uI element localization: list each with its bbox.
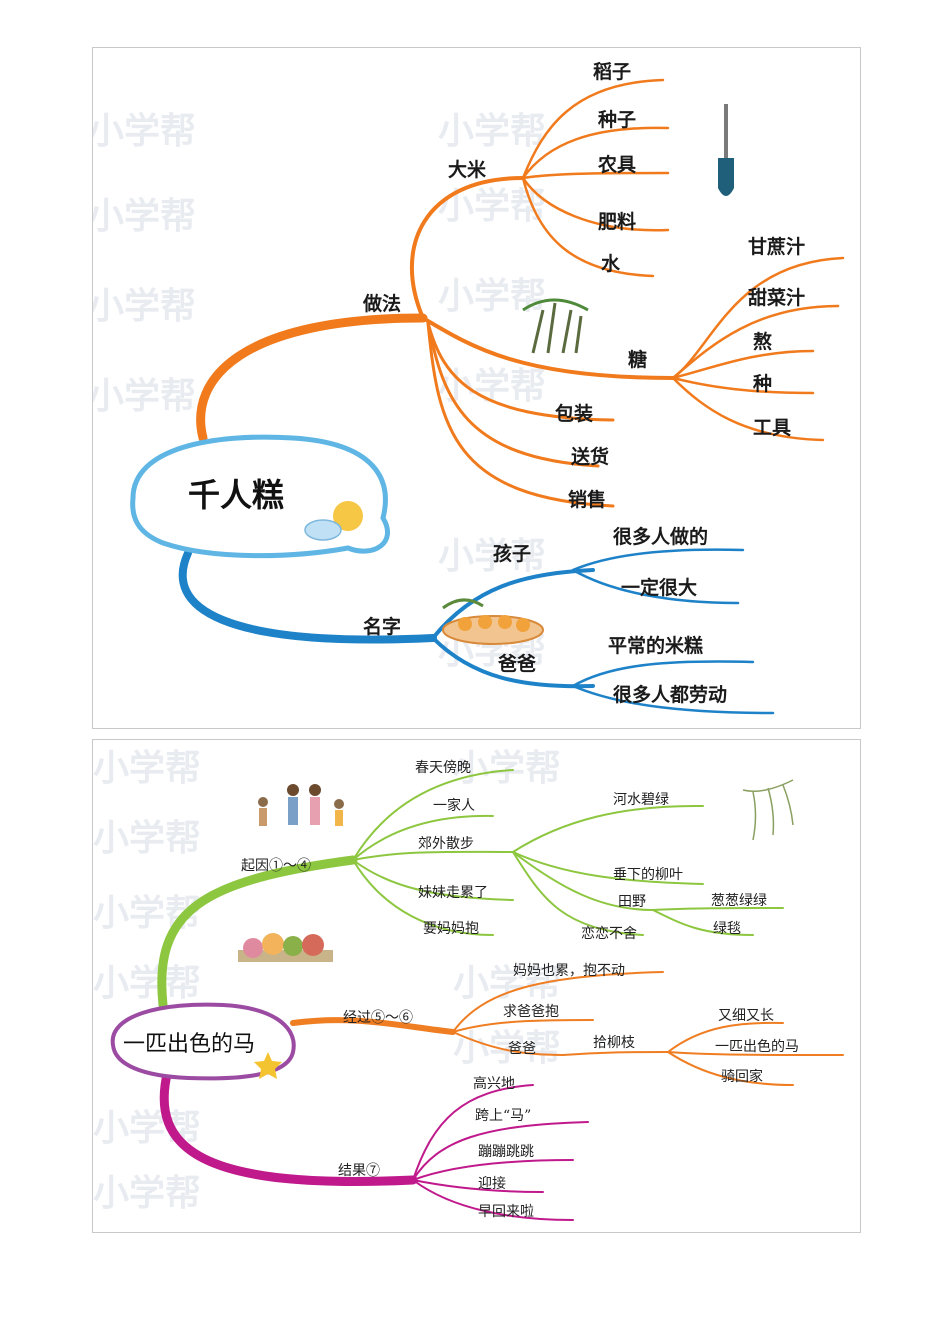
leaf-label: 种 [752, 373, 772, 395]
leaf-label: 田野 [618, 894, 646, 910]
leaf-label: 又细又长 [718, 1008, 774, 1024]
leaf-label: 水 [601, 253, 621, 275]
leaf-label: 甘蔗汁 [748, 235, 805, 258]
leaf-label: 很多人都劳动 [613, 683, 727, 706]
mindmap-panel-yipima: 小学帮 小学帮 小学帮 小学帮 小学帮 小学帮 小学帮 小学帮 小学帮 [92, 739, 861, 1233]
center-title: 一匹出色的马 [123, 1032, 255, 1057]
watermark-text: 小学帮 [93, 195, 196, 237]
shovel-icon [718, 104, 734, 196]
watermark-text: 小学帮 [438, 275, 546, 317]
sun-cloud-icon [304, 501, 363, 541]
leaf-label: 一家人 [433, 797, 475, 814]
family-icon [258, 784, 344, 826]
leaf-label: 蹦蹦跳跳 [478, 1144, 534, 1160]
leaf-label: 种子 [597, 109, 636, 131]
node-label-baozhuang: 包装 [555, 402, 593, 425]
watermark-text: 小学帮 [438, 535, 546, 577]
leaf-label: 稻子 [593, 60, 631, 83]
leaf-label: 工具 [753, 417, 791, 439]
watermark-text: 小学帮 [438, 110, 546, 152]
node-label-xiaoshou: 销售 [568, 488, 606, 511]
branch-qiyin-lines [157, 769, 784, 1010]
leaf-label: 高兴地 [473, 1075, 515, 1092]
leaf-label: 早回来啦 [478, 1203, 534, 1220]
branch-mingzi-lines [178, 548, 775, 715]
watermark-text: 小学帮 [453, 1027, 561, 1069]
watermark-text: 小学帮 [93, 962, 201, 1004]
branch-jieguo-lines [159, 1065, 589, 1221]
node-label-tang: 糖 [628, 348, 647, 371]
leaf-label: 求爸爸抱 [503, 1004, 559, 1020]
trees-icon [238, 933, 333, 962]
center-node-yipima: 一匹出色的马 [110, 1002, 296, 1081]
leaf-label: 跨上“马” [475, 1108, 531, 1124]
leaf-label: 河水碧绿 [613, 792, 669, 808]
leaf-label: 甜菜汁 [748, 286, 805, 309]
watermark-text: 小学帮 [93, 747, 201, 789]
node-label-baba: 爸爸 [497, 652, 536, 675]
labels-jieguo: 结果⑦ 高兴地 跨上“马” 蹦蹦跳跳 迎接 早回来啦 [338, 1075, 534, 1220]
watermark-text: 小学帮 [93, 375, 196, 417]
leaf-label: 绿毯 [713, 921, 741, 937]
leaf-label: 妈妈也累，抱不动 [513, 963, 625, 979]
branch-label-qiyin: 起因①～④ [241, 858, 311, 874]
mindmap-panel-qianrengao: 小学帮 小学帮 小学帮 小学帮 小学帮 小学帮 小学帮 小学帮 小学帮 小学帮 [92, 47, 861, 729]
node-label-dami: 大米 [448, 158, 487, 181]
leaf-label: 一定很大 [621, 576, 697, 599]
branch-label-mingzi: 名字 [363, 615, 401, 638]
leaf-label: 很多人做的 [613, 525, 708, 548]
leaf-label: 要妈妈抱 [423, 921, 479, 937]
mindmap-canvas-2: 小学帮 小学帮 小学帮 小学帮 小学帮 小学帮 小学帮 小学帮 小学帮 [93, 747, 844, 1221]
watermark-text: 小学帮 [93, 110, 196, 152]
branch-label-jingguo: 经过⑤～⑥ [343, 1010, 413, 1026]
labels-qiyin: 起因①～④ 春天傍晚 一家人 郊外散步 妹妹走累了 要妈妈抱 河水碧绿 垂下的柳… [241, 759, 767, 942]
branch-zuofa-lines [196, 78, 845, 508]
labels-jingguo: 经过⑤～⑥ 妈妈也累，抱不动 求爸爸抱 爸爸 拾柳枝 又细又长 一匹出色的马 骑… [343, 963, 799, 1085]
center-title: 千人糕 [188, 476, 284, 514]
willow-icon [742, 779, 794, 841]
leaf-label: 骑回家 [721, 1068, 763, 1085]
mindmap-canvas-1: 小学帮 小学帮 小学帮 小学帮 小学帮 小学帮 小学帮 小学帮 小学帮 小学帮 [93, 60, 845, 715]
watermark-layer: 小学帮 小学帮 小学帮 小学帮 小学帮 小学帮 小学帮 小学帮 小学帮 小学帮 [93, 110, 546, 672]
rice-cake-icon [442, 598, 544, 645]
leaf-label: 迎接 [478, 1175, 506, 1192]
node-label-baba: 爸爸 [508, 1041, 536, 1057]
node-label-songhuo: 送货 [571, 445, 609, 468]
node-label-haizi: 孩子 [493, 542, 531, 565]
watermark-text: 小学帮 [93, 817, 201, 859]
branch-label-zuofa: 做法 [362, 292, 401, 315]
watermark-layer: 小学帮 小学帮 小学帮 小学帮 小学帮 小学帮 小学帮 小学帮 小学帮 [93, 747, 561, 1214]
labels-mingzi: 名字 孩子 很多人做的 一定很大 爸爸 平常的米糕 很多人都劳动 [363, 525, 727, 706]
branch-label-jieguo: 结果⑦ [338, 1163, 380, 1179]
leaf-label: 熬 [753, 330, 772, 353]
leaf-label: 郊外散步 [418, 835, 474, 852]
leaf-label: 农具 [597, 153, 636, 176]
leaf-label: 肥料 [598, 210, 636, 233]
leaf-label: 葱葱绿绿 [711, 893, 767, 909]
leaf-label: 妹妹走累了 [418, 885, 488, 901]
watermark-text: 小学帮 [93, 1172, 201, 1214]
leaf-label: 恋恋不舍 [581, 925, 637, 942]
center-node-qianrengao: 千人糕 [130, 434, 390, 559]
sugarcane-icon [522, 298, 589, 354]
leaf-label: 垂下的柳叶 [613, 866, 683, 883]
leaf-label: 平常的米糕 [608, 634, 703, 657]
node-label-shiliuzhi: 拾柳枝 [593, 1034, 635, 1051]
leaf-label: 一匹出色的马 [715, 1038, 799, 1055]
leaf-label: 春天傍晚 [415, 759, 471, 776]
watermark-text: 小学帮 [453, 747, 561, 789]
branch-jingguo-lines [290, 971, 844, 1086]
star-icon [254, 1052, 282, 1079]
watermark-text: 小学帮 [93, 285, 196, 327]
labels-zuofa: 做法 大米 稻子 种子 农具 肥料 水 糖 甘蔗汁 甜菜汁 熬 种 工具 包装 … [362, 60, 805, 511]
